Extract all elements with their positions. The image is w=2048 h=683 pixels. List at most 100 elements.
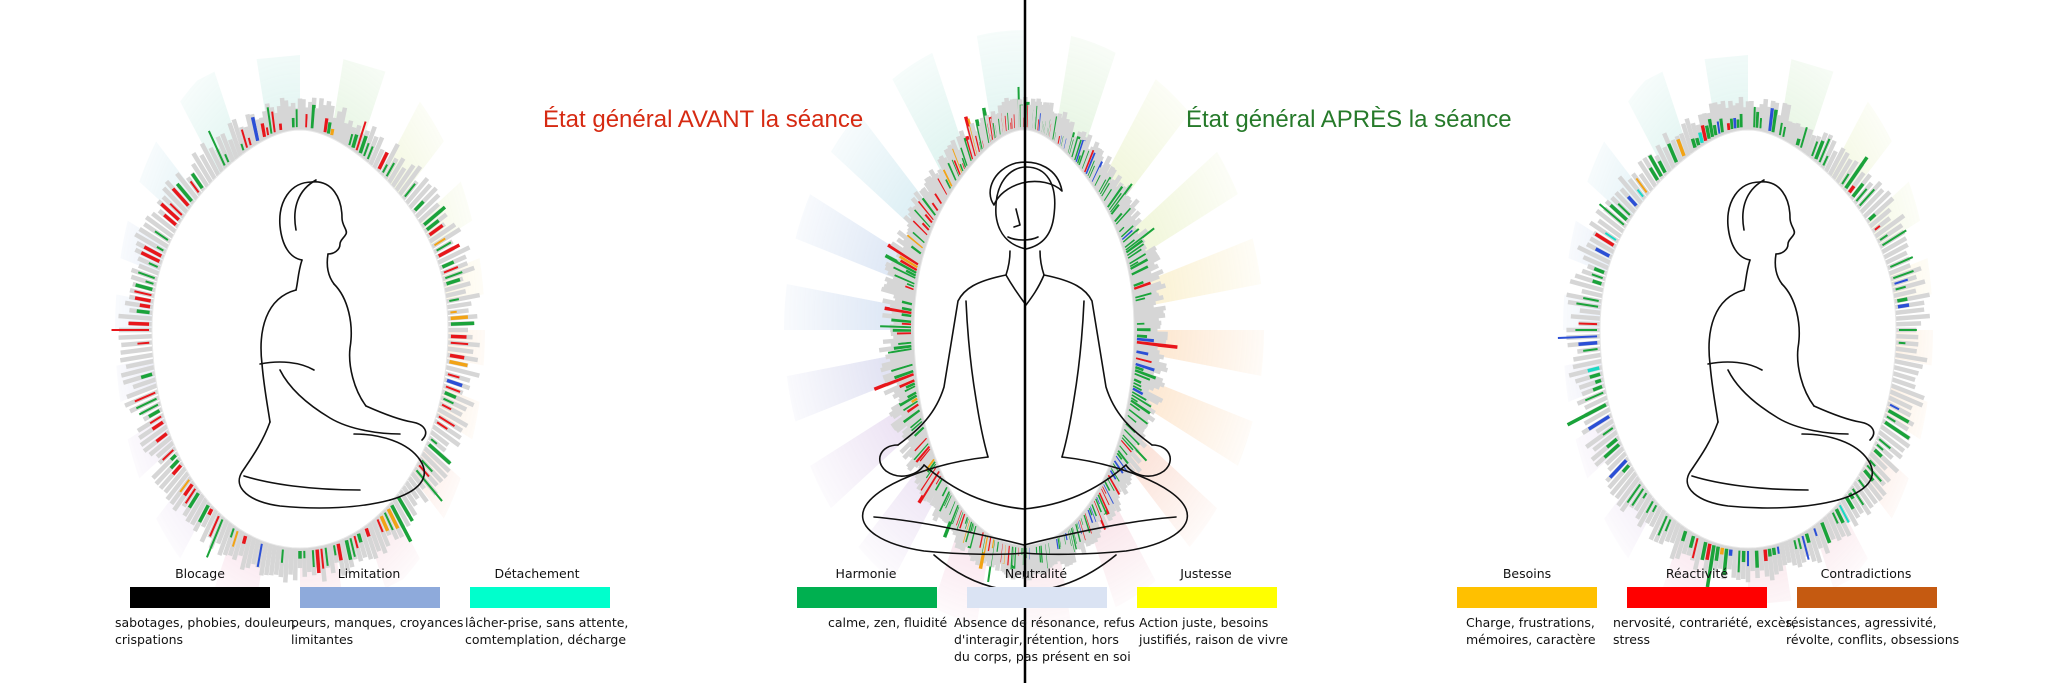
aura-gray-bar bbox=[125, 358, 154, 370]
aura-color-bar bbox=[1648, 154, 1663, 178]
aura-gray-bar bbox=[1761, 98, 1769, 133]
aura-color-bar bbox=[404, 183, 416, 198]
aura-color-bar bbox=[887, 243, 920, 266]
aura-gray-bar bbox=[175, 172, 199, 201]
figure-outline bbox=[294, 179, 317, 231]
aura-color-bar bbox=[1855, 188, 1868, 202]
aura-color-bar bbox=[1135, 297, 1146, 302]
aura-color-bar bbox=[349, 538, 356, 557]
legend-swatch-5 bbox=[967, 587, 1107, 608]
aura-color-bar bbox=[1626, 483, 1641, 504]
aura-gray-bar bbox=[417, 202, 441, 224]
aura-color-bar bbox=[143, 245, 163, 258]
aura-color-bar bbox=[260, 123, 267, 138]
aura-gray-bar bbox=[431, 424, 461, 448]
aura-color-bar bbox=[1122, 228, 1140, 244]
legend-description-9: résistances, agressivité,révolte, confli… bbox=[1786, 614, 1959, 648]
aura-color-bar bbox=[1676, 138, 1686, 157]
aura-color-bar bbox=[441, 260, 455, 269]
aura-gray-bar bbox=[899, 426, 928, 455]
aura-color-bar bbox=[425, 219, 440, 232]
legend-description-line: calme, zen, fluidité bbox=[828, 615, 948, 630]
aura-color-bar bbox=[1604, 232, 1617, 241]
legend-description-line: comtemplation, décharge bbox=[465, 632, 627, 647]
aura-color-bar bbox=[1804, 533, 1811, 544]
aura-gray-bar bbox=[1617, 175, 1644, 205]
aura-gray-bar bbox=[1890, 383, 1925, 401]
aura-color-bar bbox=[1134, 365, 1144, 373]
aura-gray-bar bbox=[929, 176, 949, 203]
legend-description-line: sabotages, phobies, douleur, bbox=[115, 615, 297, 630]
aura-color-bar bbox=[427, 443, 452, 465]
aura-gray-bar bbox=[118, 313, 153, 321]
aura-color-bar bbox=[1887, 409, 1910, 424]
aura-color-bar bbox=[1778, 122, 1783, 136]
aura-color-bar bbox=[430, 438, 438, 445]
aura-gray-bar bbox=[1895, 321, 1922, 327]
aura-color-bar bbox=[1121, 434, 1148, 462]
aura-color-bar bbox=[1771, 109, 1778, 133]
aura-color-bar bbox=[134, 290, 152, 297]
aura-gray-bar bbox=[390, 166, 407, 188]
aura-gray-bar bbox=[436, 245, 471, 265]
aura-color-bar bbox=[910, 244, 923, 255]
aura-gray-bar bbox=[1669, 522, 1682, 544]
aura-color-bar bbox=[1121, 437, 1134, 451]
aura-color-bar bbox=[1594, 232, 1615, 247]
aura-before bbox=[111, 97, 481, 583]
aura-gray-bar bbox=[339, 122, 349, 145]
aura-color-bar bbox=[396, 496, 414, 522]
aura-color-bar bbox=[1108, 192, 1123, 211]
aura-gray-bar bbox=[1895, 307, 1925, 316]
aura-color-bar bbox=[197, 504, 210, 523]
aura-color-bar bbox=[1136, 334, 1148, 339]
aura-color-bar bbox=[443, 266, 459, 274]
legend-swatch-3 bbox=[470, 587, 610, 608]
aura-gray-bar bbox=[1893, 364, 1919, 376]
aura-gray-bar bbox=[1862, 190, 1892, 219]
aura-gray-bar bbox=[1779, 541, 1788, 566]
aura-gray-bar bbox=[1576, 245, 1612, 265]
aura-gray-bar bbox=[1573, 352, 1602, 362]
aura-color-bar bbox=[884, 306, 912, 315]
aura-gray-bar bbox=[268, 544, 277, 576]
title-after-session: État général APRÈS la séance bbox=[1186, 106, 1512, 133]
aura-color-bar bbox=[358, 135, 368, 154]
legend-label-1: Blocage bbox=[175, 566, 225, 581]
aura-gray-bar bbox=[420, 451, 448, 479]
aura-gray-bar bbox=[316, 98, 324, 134]
aura-color-bar bbox=[187, 492, 200, 509]
aura-color-bar bbox=[1608, 459, 1628, 479]
figure-outline bbox=[1023, 456, 1189, 556]
aura-color-bar bbox=[207, 130, 226, 166]
aura-gray-bar bbox=[118, 333, 153, 340]
aura-color-bar bbox=[151, 420, 164, 431]
aura-color-bar bbox=[169, 202, 183, 216]
aura-color-bar bbox=[1719, 118, 1725, 133]
aura-gray-bar bbox=[1894, 358, 1924, 370]
aura-color-bar bbox=[207, 508, 214, 516]
aura-color-bar bbox=[1132, 385, 1143, 392]
aura-color-bar bbox=[138, 403, 159, 416]
aura-gray-bar bbox=[1572, 358, 1602, 370]
aura-gray-bar bbox=[1581, 288, 1603, 299]
aura-gray-bar bbox=[1773, 114, 1782, 137]
aura-color-bar bbox=[1733, 117, 1738, 129]
aura-gray-bar bbox=[245, 113, 258, 147]
aura-color-bar bbox=[1811, 141, 1819, 157]
aura-color-bar bbox=[902, 400, 918, 412]
aura-color-bar bbox=[169, 459, 180, 470]
aura-gray-bar bbox=[1133, 313, 1166, 321]
aura-color-bar bbox=[924, 213, 934, 224]
aura-gray-bar bbox=[1681, 530, 1693, 555]
aura-gray-bar bbox=[1123, 414, 1145, 435]
aura-gray-bar bbox=[283, 100, 291, 132]
figure-outline bbox=[326, 253, 335, 285]
aura-color-bar bbox=[1103, 188, 1113, 202]
aura-color-bar bbox=[1714, 546, 1720, 562]
aura-color-bar bbox=[880, 325, 912, 329]
aura-color-bar bbox=[1680, 530, 1688, 542]
aura-color-bar bbox=[386, 508, 400, 530]
